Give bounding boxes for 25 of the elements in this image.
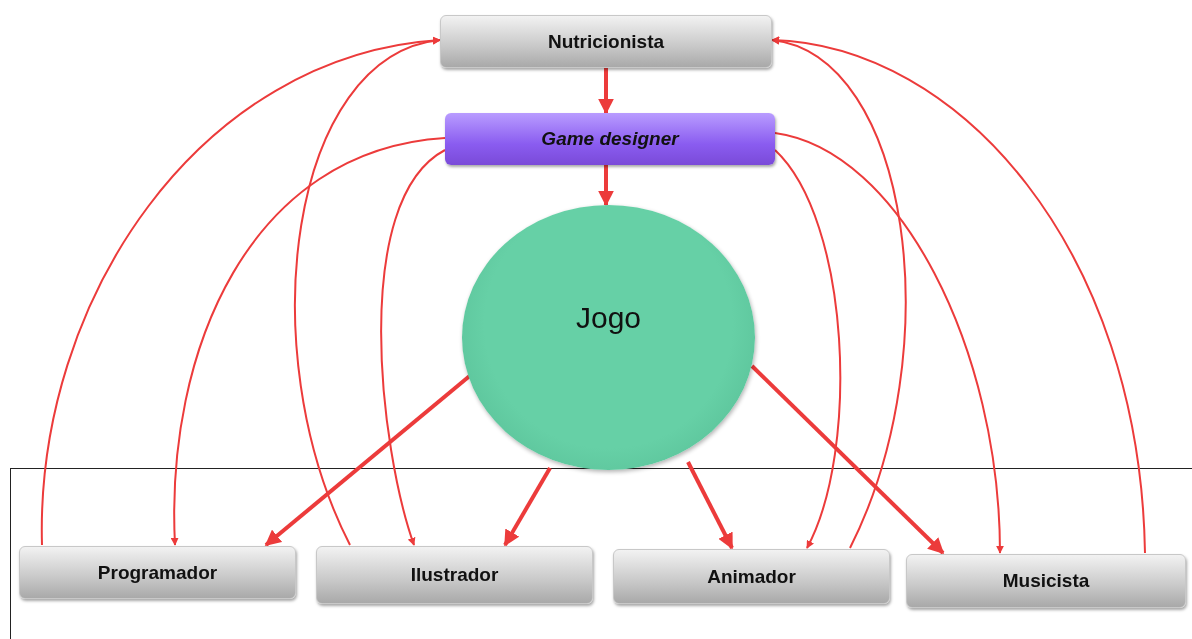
node-label: Jogo	[575, 300, 642, 335]
arrow	[294, 38, 441, 546]
node-label: Ilustrador	[410, 564, 499, 586]
process-box	[440, 15, 772, 68]
node-label: Musicista	[1002, 570, 1090, 592]
frame-box	[10, 468, 1192, 639]
process-box	[445, 113, 775, 165]
process-box	[906, 554, 1186, 608]
process-box	[19, 546, 296, 599]
arrow	[686, 461, 734, 550]
arrow	[771, 36, 1146, 554]
arrow	[503, 467, 552, 547]
arrow	[380, 149, 446, 546]
arrow	[774, 132, 1004, 554]
arrow	[750, 364, 945, 555]
arrow	[774, 149, 842, 549]
node-label: Animador	[707, 565, 796, 588]
process-box	[613, 549, 890, 604]
node-label: Programador	[97, 561, 218, 584]
arrow	[598, 165, 614, 207]
process-box	[316, 546, 593, 604]
node-label: Nutricionista	[547, 30, 665, 53]
node-label: Game designer	[541, 128, 679, 150]
arrow	[598, 68, 614, 115]
arrow	[170, 137, 446, 546]
